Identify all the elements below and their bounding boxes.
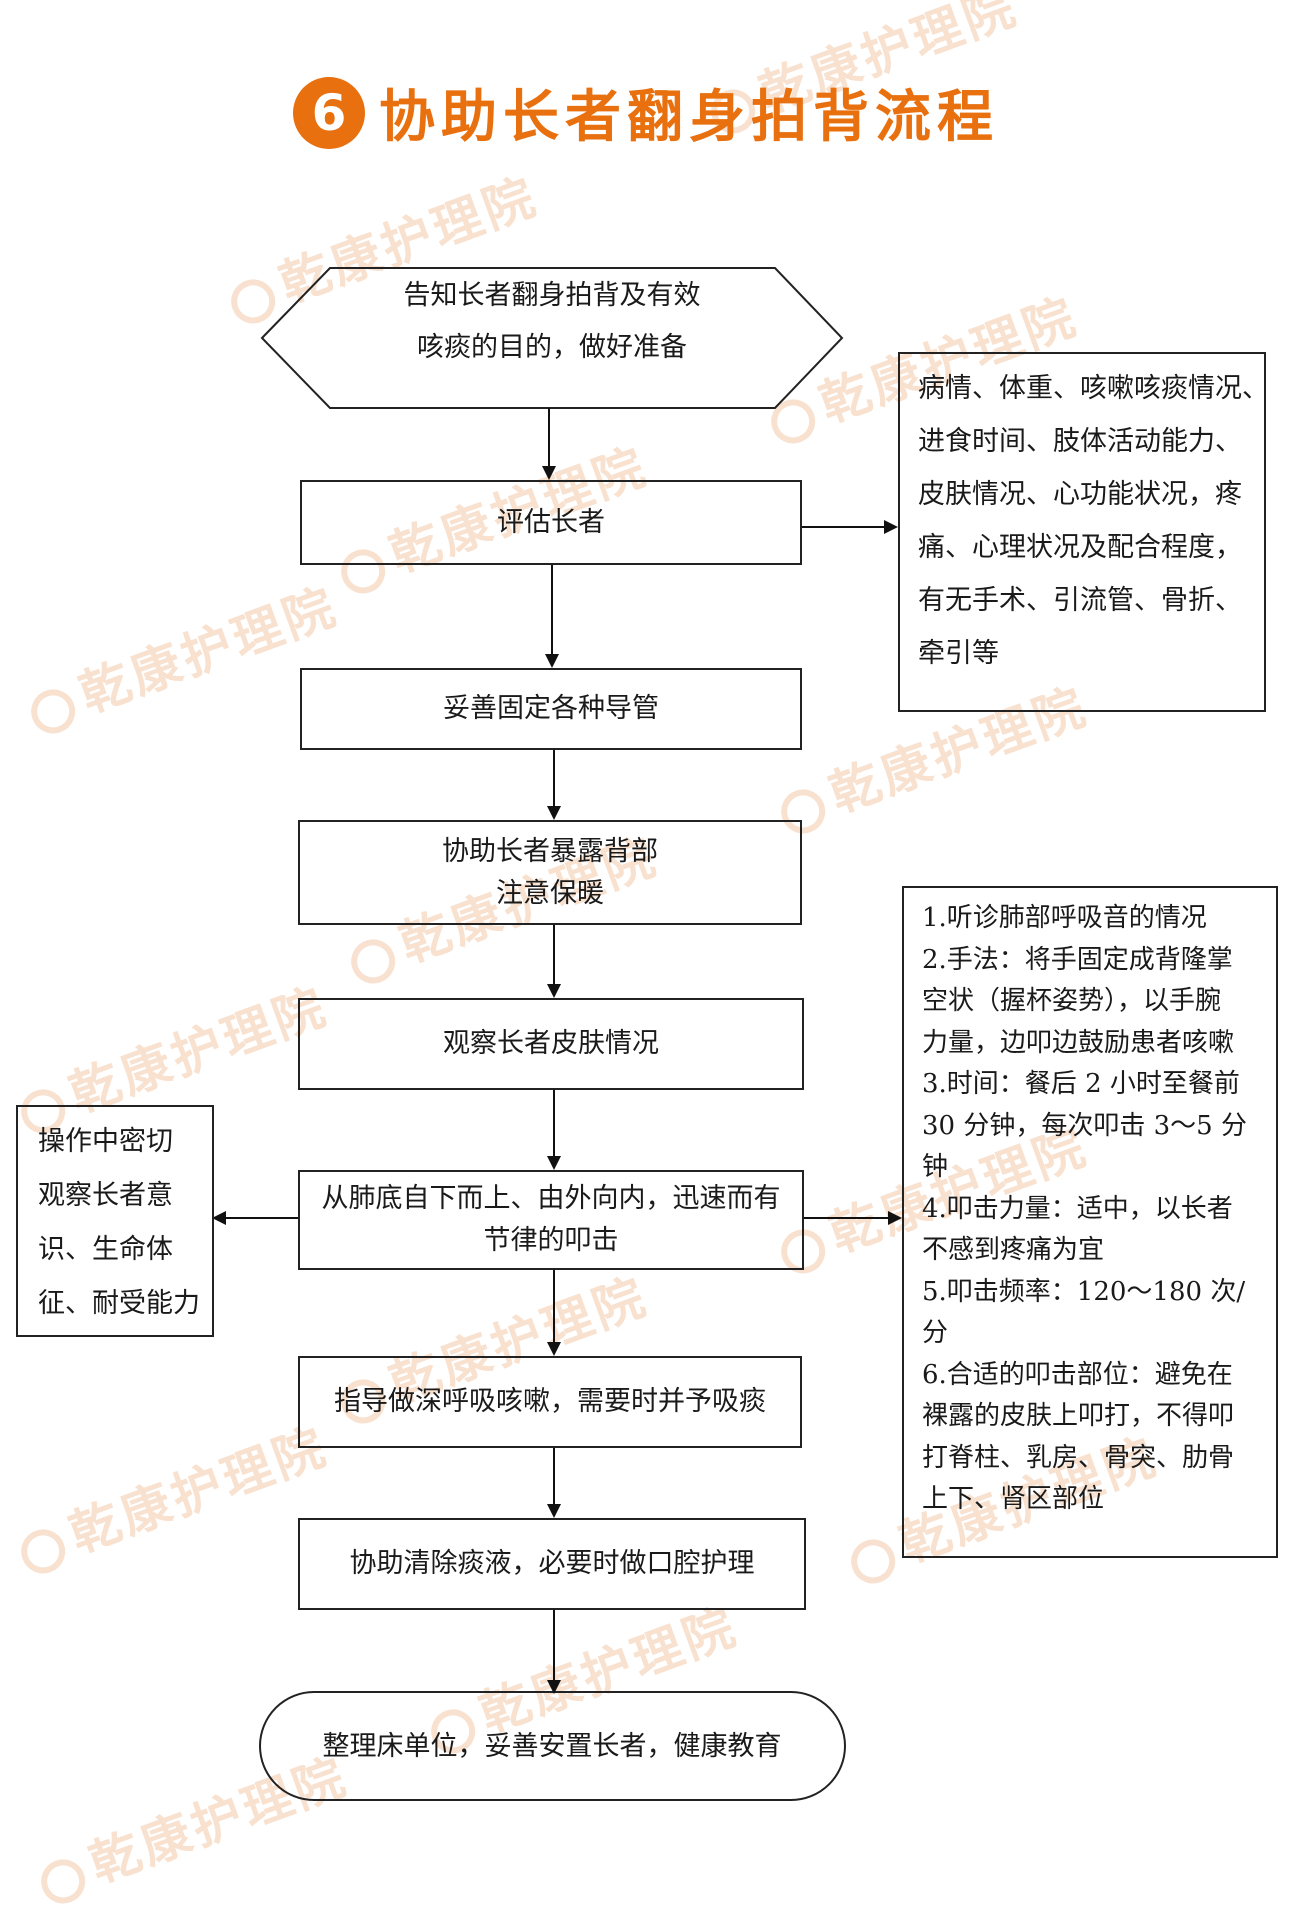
note-line: 1.听诊肺部呼吸音的情况 (922, 903, 1207, 933)
step-secure-tubes: 妥善固定各种导管 (300, 668, 802, 750)
note-line: 不感到疼痛为宜 (922, 1235, 1105, 1265)
note-line: 裸露的皮肤上叩打，不得叩 (922, 1401, 1235, 1431)
step-label: 指导做深呼吸咳嗽，需要时并予吸痰 (334, 1386, 766, 1417)
note-line: 上下、肾区部位 (922, 1484, 1105, 1514)
note-line: 5.叩击频率：120～180 次/ (922, 1276, 1246, 1307)
note-line: 打脊柱、乳房、骨突、肋骨 (922, 1442, 1235, 1473)
start-hexagon (260, 267, 844, 409)
end-label: 整理床单位，妥善安置长者，健康教育 (322, 1731, 782, 1762)
note-line: 30 分钟，每次叩击 3～5 分 (922, 1110, 1247, 1141)
step-observe-skin: 观察长者皮肤情况 (298, 998, 804, 1090)
note-line: 痛、心理状况及配合程度， (918, 532, 1242, 563)
note-line: 6.合适的叩击部位：避免在 (922, 1359, 1233, 1390)
step-label: 注意保暖 (496, 877, 604, 909)
note-assessment-items: 病情、体重、咳嗽咳痰情况、 进食时间、肢体活动能力、 皮肤情况、心功能状况，疼 … (898, 352, 1269, 712)
start-line: 告知长者翻身拍背及有效 (403, 280, 701, 311)
note-line: 3.时间：餐后 2 小时至餐前 (922, 1069, 1240, 1099)
note-line: 2.手法：将手固定成背隆掌 (922, 944, 1233, 975)
note-line: 进食时间、肢体活动能力、 (918, 426, 1242, 457)
end-step: 整理床单位，妥善安置长者，健康教育 (262, 1722, 842, 1772)
step-label: 协助长者暴露背部 (442, 835, 658, 867)
start-line: 咳痰的目的，做好准备 (417, 332, 687, 363)
note-line: 牵引等 (918, 638, 999, 669)
note-line: 钟 (922, 1152, 949, 1182)
note-line: 操作中密切 (38, 1126, 173, 1157)
step-label: 妥善固定各种导管 (443, 693, 659, 724)
note-line: 力量，边叩边鼓励患者咳嗽 (922, 1027, 1235, 1058)
step-label: 协助清除痰液，必要时做口腔护理 (349, 1548, 755, 1579)
note-line: 病情、体重、咳嗽咳痰情况、 (918, 373, 1269, 404)
start-step: 告知长者翻身拍背及有效 咳痰的目的，做好准备 (262, 270, 842, 374)
note-line: 有无手术、引流管、骨折、 (918, 585, 1242, 616)
note-line: 4.叩击力量：适中，以长者 (922, 1193, 1233, 1224)
note-line: 观察长者意 (38, 1180, 173, 1211)
step-label: 从肺底自下而上、由外向内，迅速而有 (321, 1183, 781, 1214)
note-line: 识、生命体 (38, 1234, 173, 1265)
step-number-badge: 6 (293, 76, 365, 149)
title-text: 协助长者翻身拍背流程 (379, 85, 999, 150)
step-label: 节律的叩击 (483, 1225, 619, 1256)
step-percussion: 从肺底自下而上、由外向内，迅速而有 节律的叩击 (298, 1170, 804, 1270)
note-percussion-details: 1.听诊肺部呼吸音的情况 2.手法：将手固定成背隆掌 空状（握杯姿势），以手腕 … (902, 886, 1278, 1558)
note-observation: 操作中密切 观察长者意 识、生命体 征、耐受能力 (16, 1105, 214, 1337)
note-line: 皮肤情况、心功能状况，疼 (918, 479, 1242, 510)
step-expose-back: 协助长者暴露背部 注意保暖 (298, 820, 802, 925)
note-line: 征、耐受能力 (38, 1288, 200, 1319)
step-clear-sputum: 协助清除痰液，必要时做口腔护理 (298, 1518, 806, 1610)
note-line: 分 (922, 1318, 949, 1348)
step-deep-breathing: 指导做深呼吸咳嗽，需要时并予吸痰 (298, 1356, 802, 1448)
step-assess: 评估长者 (300, 480, 802, 565)
step-label: 观察长者皮肤情况 (443, 1028, 659, 1059)
step-label: 评估长者 (497, 506, 605, 538)
note-line: 空状（握杯姿势），以手腕 (922, 986, 1222, 1016)
